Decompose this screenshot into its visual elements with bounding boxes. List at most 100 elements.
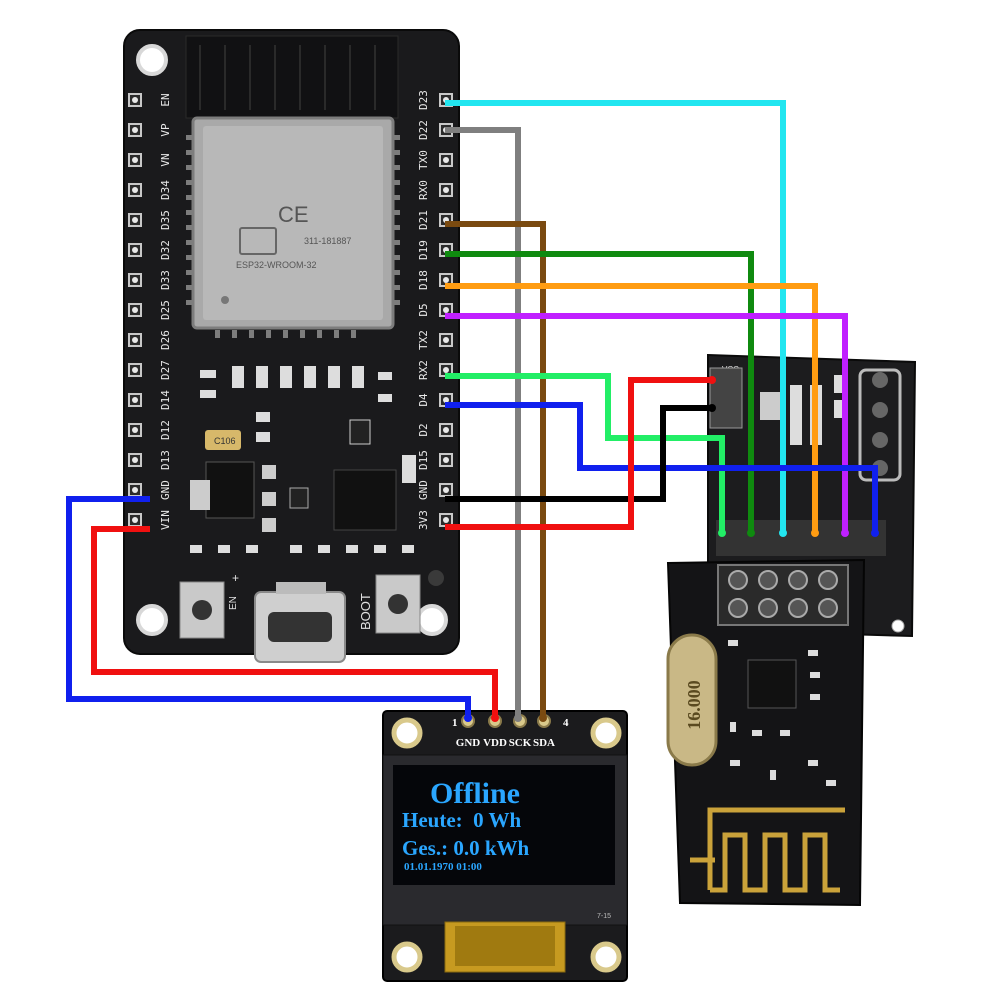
esp32-right-pin-label: TX0 <box>417 150 430 170</box>
pin-hole <box>132 277 138 283</box>
mounting-hole <box>136 604 168 636</box>
module-model: ESP32-WROOM-32 <box>236 260 317 270</box>
mounting-hole <box>428 570 444 586</box>
oled-screen <box>393 765 615 885</box>
usb-uart-chip <box>333 469 397 531</box>
wire-blue-d4 <box>445 402 878 533</box>
oled-footer-code: 7-15 <box>597 913 611 920</box>
wire-orange-d18 <box>445 283 818 533</box>
oled-pin-label: SDA <box>533 737 555 749</box>
pin-hole <box>132 217 138 223</box>
oled-line-title: Offline <box>430 777 520 810</box>
pcb-antenna <box>707 807 845 893</box>
pin-hole <box>443 307 449 313</box>
wire-terminal <box>708 376 716 384</box>
wire-terminals <box>464 376 879 722</box>
mounting-hole <box>391 941 423 973</box>
pin-hole <box>443 457 449 463</box>
wire-terminal <box>491 714 499 722</box>
esp32-right-pin-label: D21 <box>417 210 430 230</box>
wire-lime-rx2 <box>445 373 725 533</box>
esp32-right-pin-label: D19 <box>417 240 430 260</box>
wire-cyan-d23 <box>445 100 786 533</box>
crystal-oscillator: 16.000 <box>666 633 718 767</box>
esp32-right-pin-label: GND <box>417 480 430 500</box>
pin-hole <box>443 187 449 193</box>
pin-hole <box>132 127 138 133</box>
pin-hole <box>443 517 449 523</box>
en-button[interactable] <box>179 581 225 639</box>
mounting-hole <box>391 717 423 749</box>
smd-components: C106 <box>190 366 416 553</box>
pin-hole <box>443 367 449 373</box>
oled-pin-label: VDD <box>483 737 507 749</box>
oled-pin-first: 1 <box>452 717 458 729</box>
esp32-left-header <box>128 93 142 527</box>
esp32-right-pin-label: D2 <box>417 423 430 436</box>
esp32-left-pin-label: VIN <box>159 510 172 530</box>
esp32-right-pin-label: D15 <box>417 450 430 470</box>
pin-hole <box>132 367 138 373</box>
wire-brown-d21 <box>445 221 546 718</box>
pin-hole <box>132 157 138 163</box>
pin-hole <box>132 337 138 343</box>
esp32-left-pin-label: D26 <box>159 330 172 350</box>
mounting-hole <box>136 44 168 76</box>
wires <box>66 100 878 718</box>
module-code: 311-181887 <box>304 236 351 246</box>
esp32-right-pin-label: D5 <box>417 303 430 316</box>
pin-hole <box>132 187 138 193</box>
crystal-label: 16.000 <box>684 680 704 730</box>
tantalum-capacitor <box>205 430 241 450</box>
wire-magenta-d5 <box>445 313 848 533</box>
oled-pin-last: 4 <box>563 717 569 729</box>
pin-hole <box>132 307 138 313</box>
pin-hole <box>132 397 138 403</box>
oled-line-heute: Heute: 0 Wh <box>402 808 522 832</box>
pin-hole <box>132 487 138 493</box>
wire-red-vin <box>91 526 498 718</box>
pin-hole <box>443 427 449 433</box>
wire-terminal <box>718 529 726 537</box>
oled-line-total: Ges.: 0.0 kWh <box>402 836 530 860</box>
pin-hole <box>132 427 138 433</box>
esp32-board: CE 311-181887 ESP32-WROOM-32 <box>123 29 460 663</box>
esp32-right-pin-label: 3V3 <box>417 510 430 530</box>
oled-pin-label: SCK <box>509 737 532 749</box>
esp32-left-pin-label: D35 <box>159 210 172 230</box>
esp32-left-pin-label: D13 <box>159 450 172 470</box>
cap-label: C106 <box>214 436 236 446</box>
esp32-left-pin-label: EN <box>159 93 172 106</box>
pin-hole <box>443 337 449 343</box>
antenna-area <box>185 35 399 119</box>
esp32-left-pin-label: VP <box>159 123 172 137</box>
pin-hole <box>443 487 449 493</box>
en-label: EN <box>228 596 239 610</box>
esp32-left-pin-label: D33 <box>159 270 172 290</box>
ce-mark: CE <box>278 202 309 227</box>
esp32-left-pin-label: D27 <box>159 360 172 380</box>
oled-line-datetime: 01.01.1970 01:00 <box>404 861 482 873</box>
wire-terminal <box>779 529 787 537</box>
esp32-left-pin-label: D25 <box>159 300 172 320</box>
nrf24-chip <box>747 659 797 709</box>
pin-hole <box>132 457 138 463</box>
wire-terminal <box>747 529 755 537</box>
esp32-wroom-module: CE 311-181887 ESP32-WROOM-32 <box>191 116 395 330</box>
pin-hole <box>132 247 138 253</box>
mounting-hole <box>416 604 448 636</box>
esp32-left-pin-label: D12 <box>159 420 172 440</box>
boot-label: BOOT <box>358 593 373 630</box>
voltage-regulator <box>205 461 255 519</box>
wire-red-3v3 <box>445 377 712 530</box>
mounting-hole <box>590 941 622 973</box>
boot-button[interactable] <box>375 574 421 634</box>
nrf24-front-board: 16.000 <box>666 558 866 907</box>
wire-blue-gnd <box>66 496 471 718</box>
wire-green-d19 <box>445 251 754 533</box>
micro-usb-port[interactable] <box>254 582 346 663</box>
esp32-right-pin-label: D4 <box>417 393 430 407</box>
wire-terminal <box>708 404 716 412</box>
